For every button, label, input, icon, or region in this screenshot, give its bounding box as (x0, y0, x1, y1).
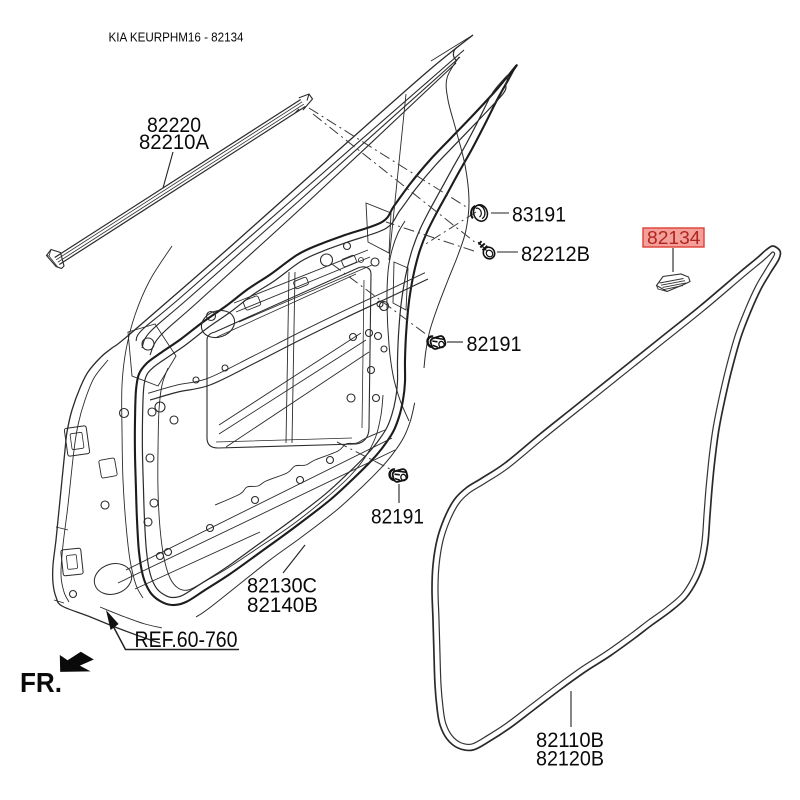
svg-text:82134: 82134 (647, 227, 701, 248)
svg-text:82191: 82191 (467, 332, 522, 356)
svg-text:KIA KEURPHM16 - 82134: KIA KEURPHM16 - 82134 (109, 30, 244, 45)
svg-text:82191: 82191 (371, 505, 424, 529)
svg-text:82130C: 82130C (247, 574, 317, 598)
svg-text:82140B: 82140B (247, 593, 318, 617)
svg-text:82212B: 82212B (521, 242, 590, 266)
svg-text:82120B: 82120B (536, 747, 604, 771)
svg-text:82220: 82220 (147, 113, 201, 137)
svg-text:82110B: 82110B (536, 728, 604, 752)
svg-text:FR.: FR. (20, 667, 62, 698)
svg-text:REF.60-760: REF.60-760 (135, 627, 238, 652)
svg-text:83191: 83191 (512, 203, 566, 227)
svg-text:82210A: 82210A (139, 130, 210, 154)
